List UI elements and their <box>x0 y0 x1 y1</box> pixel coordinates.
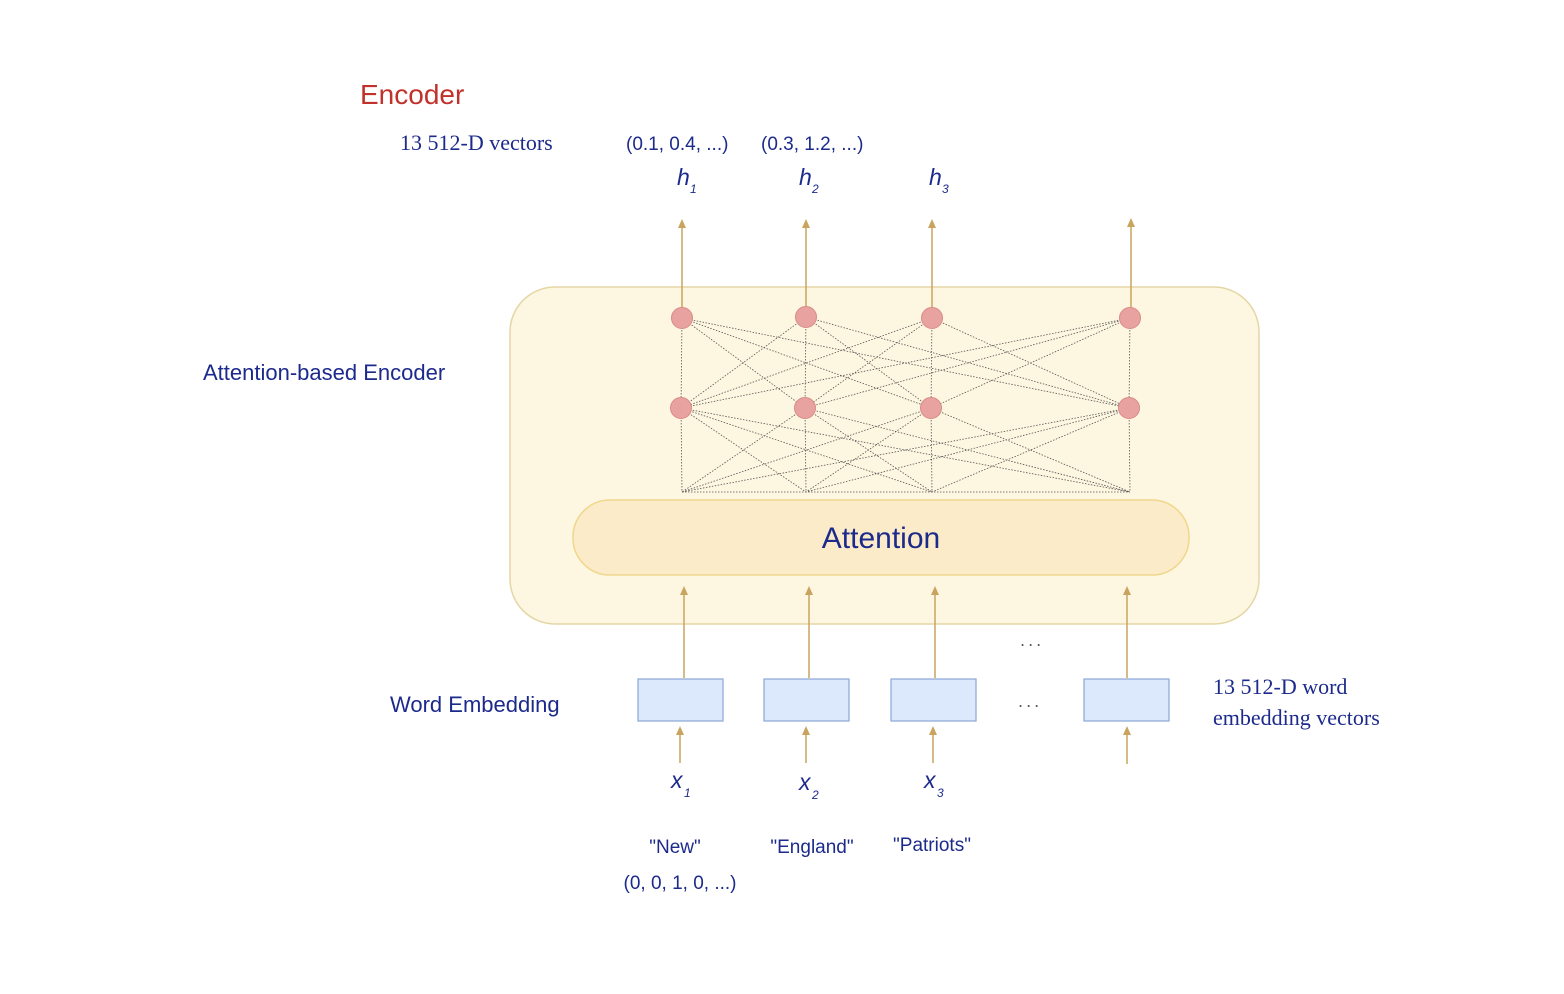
connection-line <box>681 317 806 409</box>
connection-line <box>680 317 683 409</box>
connection-line <box>804 407 1131 493</box>
input-x1: x 1 <box>670 767 691 800</box>
embedding-box <box>890 678 977 722</box>
connection-line <box>681 407 806 493</box>
connection-line <box>680 407 807 493</box>
connection-line <box>680 407 683 493</box>
connection-line <box>805 316 1130 409</box>
input-x3: x 3 <box>923 767 944 800</box>
embedding-vectors-label-line1: 13 512-D word <box>1213 674 1347 699</box>
top-layer-node <box>1119 307 1141 329</box>
output-vector-value-1: (0.1, 0.4, ...) <box>626 134 728 155</box>
one-hot-vector: (0, 0, 1, 0, ...) <box>624 873 737 894</box>
middle-layer-node <box>1118 397 1140 419</box>
hidden-state-symbol: h <box>677 164 690 190</box>
input-arrows <box>676 726 1131 764</box>
output-vector-value-2: (0.3, 1.2, ...) <box>761 134 863 155</box>
input-subscript: 2 <box>811 788 819 802</box>
connection-line <box>680 317 933 409</box>
ellipsis-lower: ... <box>1018 692 1042 711</box>
connection-line <box>680 407 933 493</box>
hidden-state-h2: h 2 <box>799 164 819 196</box>
input-subscript: 3 <box>937 786 944 800</box>
hidden-state-subscript: 1 <box>690 182 697 196</box>
connection-line <box>930 407 1131 493</box>
neuron-nodes <box>670 306 1141 419</box>
embedding-box <box>763 678 850 722</box>
hidden-state-subscript: 2 <box>811 182 819 196</box>
middle-layer-node <box>670 397 692 419</box>
encoder-label: Attention-based Encoder <box>203 360 445 385</box>
connection-line <box>804 317 1131 409</box>
connection-line <box>930 317 933 409</box>
input-x2: x 2 <box>798 769 819 802</box>
input-word-1: "New" <box>649 837 701 858</box>
hidden-state-h3: h 3 <box>929 164 949 196</box>
input-symbol: x <box>798 769 812 795</box>
connection-line <box>805 407 932 493</box>
embedding-arrows <box>680 586 1131 678</box>
connection-line <box>930 317 1131 409</box>
embedding-box <box>1083 678 1170 722</box>
top-layer-node <box>671 307 693 329</box>
layer-connections <box>680 316 1131 493</box>
connection-line <box>1128 407 1131 493</box>
connection-line <box>681 317 1130 409</box>
input-word-3: "Patriots" <box>893 835 971 856</box>
diagram-title: Encoder <box>360 79 464 110</box>
hidden-state-h1: h 1 <box>677 164 697 196</box>
connection-line <box>930 407 933 493</box>
output-arrows <box>678 218 1135 308</box>
embedding-box <box>637 678 724 722</box>
input-symbol: x <box>670 767 684 793</box>
connection-line <box>680 317 1131 409</box>
input-word-2: "England" <box>770 837 853 858</box>
input-subscript: 1 <box>684 786 691 800</box>
embedding-vectors-label-line2: embedding vectors <box>1213 705 1380 730</box>
output-vectors-label: 13 512-D vectors <box>400 130 553 155</box>
connection-line <box>804 317 933 409</box>
ellipsis-upper: ... <box>1020 631 1044 650</box>
connection-line <box>804 316 807 409</box>
connection-line <box>680 407 1131 493</box>
attention-block <box>572 499 1190 576</box>
top-layer-node <box>921 307 943 329</box>
word-embedding-label: Word Embedding <box>390 692 560 717</box>
attention-label: Attention <box>822 522 940 555</box>
top-layer-node <box>795 306 817 328</box>
hidden-state-symbol: h <box>799 164 812 190</box>
hidden-state-subscript: 3 <box>942 182 949 196</box>
word-embedding-boxes <box>637 678 1170 722</box>
hidden-state-symbol: h <box>929 164 942 190</box>
connection-line <box>681 407 1130 493</box>
connection-line <box>1128 317 1131 409</box>
connection-line <box>931 407 1130 493</box>
middle-layer-node <box>920 397 942 419</box>
input-symbol: x <box>923 767 937 793</box>
middle-layer-node <box>794 397 816 419</box>
